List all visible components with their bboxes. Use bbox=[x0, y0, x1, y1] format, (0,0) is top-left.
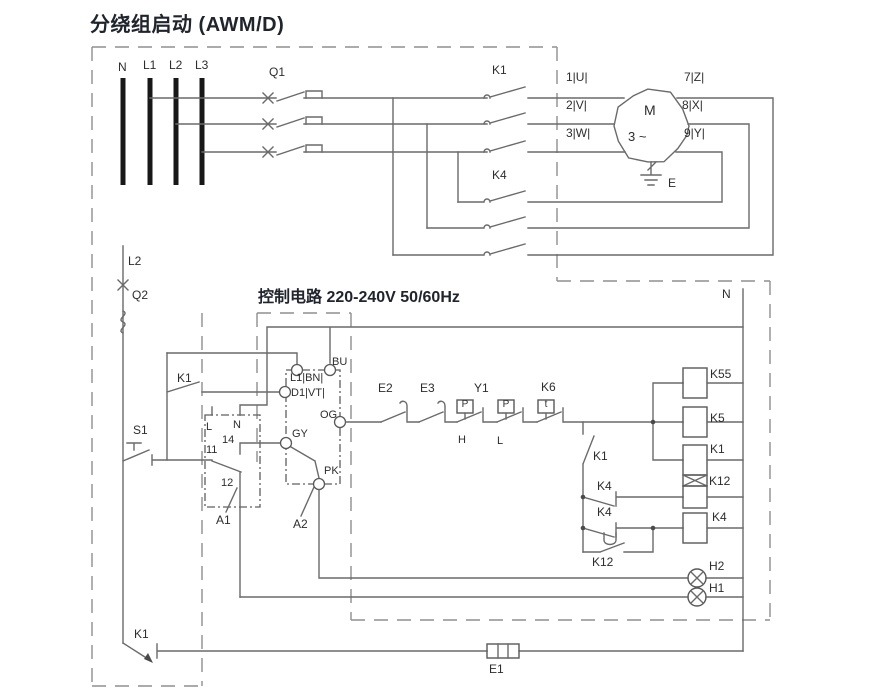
safety-contacts-row bbox=[345, 399, 684, 423]
label-contact-e3: E3 bbox=[420, 381, 435, 395]
label-contactor-k1-main: K1 bbox=[492, 63, 507, 77]
motor-symbol bbox=[613, 88, 690, 163]
label-lamp-h2: H2 bbox=[709, 559, 725, 573]
label-a1-term-14: 14 bbox=[222, 434, 235, 446]
label-contactor-k4-main: K4 bbox=[492, 168, 507, 182]
label-motor-terminal-9y: 9|Y| bbox=[684, 126, 705, 140]
label-neutral-bus: N bbox=[722, 287, 731, 301]
label-motor-m: M bbox=[644, 102, 656, 118]
a1-module-box bbox=[204, 414, 281, 598]
label-contact-k1-hold: K1 bbox=[177, 371, 192, 385]
label-module-a2: A2 bbox=[293, 517, 308, 531]
label-contact-k1-branch: K1 bbox=[593, 449, 608, 463]
label-a2-term-l1bn: L1|BN| bbox=[290, 372, 324, 384]
label-coil-k5: K5 bbox=[710, 411, 725, 425]
q2-breaker-icon bbox=[117, 245, 129, 644]
label-pressure-p1: P bbox=[461, 399, 469, 410]
label-motor-terminal-2v: 2|V| bbox=[566, 98, 587, 112]
k1-bottom-contact bbox=[122, 642, 744, 663]
label-lamp-h1: H1 bbox=[709, 581, 725, 595]
label-pressure-low: L bbox=[497, 435, 504, 447]
label-coil-k12: K12 bbox=[709, 474, 731, 488]
label-switch-s1: S1 bbox=[133, 423, 148, 437]
label-module-a1: A1 bbox=[216, 513, 231, 527]
label-motor-terminal-3w: 3|W| bbox=[566, 126, 591, 140]
e1-heater-icon bbox=[486, 643, 520, 659]
label-contact-k4-a: K4 bbox=[597, 479, 612, 493]
label-heater-e1: E1 bbox=[489, 662, 504, 676]
label-coil-k55: K55 bbox=[710, 367, 732, 381]
supply-bars bbox=[120, 78, 205, 185]
label-supply-l2: L2 bbox=[169, 58, 183, 72]
label-earth-e: E bbox=[668, 176, 677, 190]
enclosure-dashed-border bbox=[91, 46, 771, 687]
diagram-title: 分绕组启动 (AWM/D) bbox=[90, 14, 285, 36]
k1-holding-contact bbox=[166, 352, 298, 461]
control-neutral-wire bbox=[211, 326, 744, 416]
earth-ground-icon bbox=[640, 161, 662, 186]
label-contact-k4-b: K4 bbox=[597, 505, 612, 519]
lamp-h2-icon bbox=[318, 489, 744, 588]
control-circuit-title: 控制电路 220-240V 50/60Hz bbox=[258, 289, 460, 306]
label-thermo-t: t bbox=[544, 399, 548, 410]
label-supply-l3: L3 bbox=[195, 58, 209, 72]
label-a1-term-l: L bbox=[206, 421, 213, 433]
label-supply-l1: L1 bbox=[143, 58, 157, 72]
label-motor-terminal-8x: 8|X| bbox=[682, 98, 703, 112]
label-coil-k4: K4 bbox=[712, 510, 727, 524]
label-valve-y1: Y1 bbox=[474, 381, 489, 395]
k1-k4-k12-branch bbox=[580, 421, 684, 553]
label-a2-term-d1vt: D1|VT| bbox=[291, 387, 325, 399]
label-pressure-high: H bbox=[458, 434, 466, 446]
relay-coils bbox=[650, 367, 744, 544]
label-motor-terminal-1u: 1|U| bbox=[566, 70, 588, 84]
label-a2-term-og: OG bbox=[320, 409, 338, 421]
s1-switch-icon bbox=[122, 442, 213, 466]
label-a1-term-n: N bbox=[233, 419, 241, 431]
label-contact-k12-timed: K12 bbox=[592, 555, 614, 569]
label-contact-k1-bottom: K1 bbox=[134, 627, 149, 641]
label-contact-k6: K6 bbox=[541, 380, 556, 394]
q1-breaker-icon bbox=[262, 90, 323, 158]
label-ctl-l2: L2 bbox=[128, 254, 142, 268]
phase-wires bbox=[149, 97, 488, 153]
label-breaker-q1: Q1 bbox=[269, 65, 286, 79]
lamp-h1-icon bbox=[239, 587, 744, 607]
label-motor-3ph: 3 ~ bbox=[628, 129, 647, 144]
label-pressure-p2: P bbox=[502, 399, 510, 410]
label-supply-n: N bbox=[118, 60, 127, 74]
k1-main-contacts bbox=[483, 86, 626, 153]
label-a2-term-pk: PK bbox=[324, 465, 339, 477]
label-a2-term-gy: GY bbox=[292, 428, 308, 440]
label-a1-term-11: 11 bbox=[206, 444, 218, 456]
label-motor-terminal-7z: 7|Z| bbox=[684, 70, 705, 84]
k4-main-contacts bbox=[392, 97, 774, 256]
label-a2-term-bu: BU bbox=[332, 356, 348, 368]
label-coil-k1: K1 bbox=[710, 442, 725, 456]
label-contact-e2: E2 bbox=[378, 381, 393, 395]
label-a1-term-12: 12 bbox=[221, 477, 234, 489]
label-breaker-q2: Q2 bbox=[132, 288, 149, 302]
